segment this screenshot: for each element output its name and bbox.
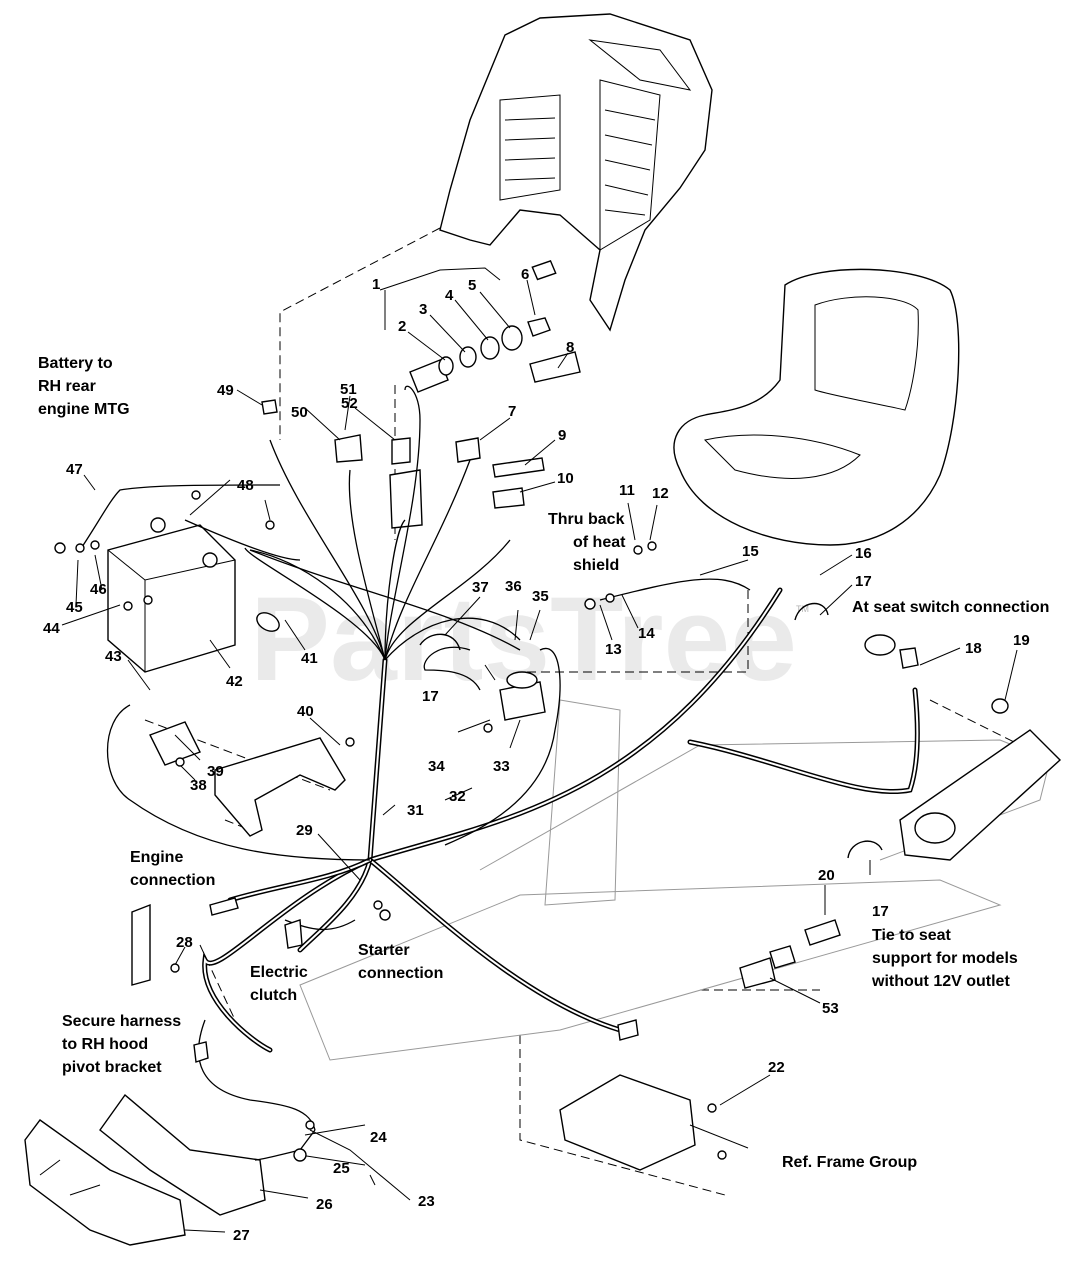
part-label-5: 5	[468, 277, 476, 294]
part-label-32: 32	[449, 788, 466, 805]
leader-lines	[61, 267, 1018, 1233]
part-label-28: 28	[176, 934, 193, 951]
part-label-40: 40	[297, 703, 314, 720]
callout-notes: Battery to RH rear engine MTG Thru back …	[38, 355, 1049, 1171]
note-starter-line-1: Starter	[358, 942, 410, 959]
note-engine-connection-line-1: Engine	[130, 849, 183, 866]
ignition-switch	[261, 260, 581, 529]
part-label-20: 20	[818, 867, 835, 884]
note-clutch-line-1: Electric	[250, 964, 308, 981]
note-ref-frame: Ref. Frame Group	[782, 1154, 917, 1171]
part-label-47: 47	[66, 461, 83, 478]
part-label-19: 19	[1013, 632, 1030, 649]
part-label-18: 18	[965, 640, 982, 657]
part-number-labels: 1 2 3 4 5 6 7 8 9 10 11 12 13 14 15 16 1…	[43, 266, 1030, 1244]
hardware-fasteners	[54, 490, 883, 1162]
part-label-4: 4	[445, 287, 454, 304]
seat-switch-bracket	[864, 634, 1062, 861]
part-label-35: 35	[532, 588, 549, 605]
mount-plate	[559, 1074, 696, 1171]
part-label-27: 27	[233, 1227, 250, 1244]
part-label-8: 8	[566, 339, 574, 356]
part-label-36: 36	[505, 578, 522, 595]
note-heat-shield-line-2: of heat	[573, 534, 626, 551]
part-label-11: 11	[619, 482, 635, 499]
part-label-22: 22	[768, 1059, 785, 1076]
note-engine-connection-line-2: connection	[130, 872, 215, 889]
part-label-3: 3	[419, 301, 427, 318]
note-secure-harness-line-3: pivot bracket	[62, 1059, 162, 1076]
part-label-42: 42	[226, 673, 243, 690]
part-label-45: 45	[66, 599, 83, 616]
note-starter-line-2: connection	[358, 965, 443, 982]
part-label-41: 41	[301, 650, 318, 667]
part-label-12: 12	[652, 485, 669, 502]
part-label-7: 7	[508, 403, 516, 420]
part-label-13: 13	[605, 641, 622, 658]
part-label-17-center: 17	[422, 688, 439, 705]
part-label-25: 25	[333, 1160, 350, 1177]
part-label-43: 43	[105, 648, 122, 665]
part-label-6: 6	[521, 266, 529, 283]
part-label-48: 48	[237, 477, 254, 494]
note-seat-switch: At seat switch connection	[852, 599, 1049, 616]
part-label-31: 31	[407, 802, 424, 819]
note-secure-harness-line-2: to RH hood	[62, 1036, 148, 1053]
part-label-44: 44	[43, 620, 60, 637]
solenoid	[499, 671, 546, 721]
part-label-53: 53	[822, 1000, 839, 1017]
part-label-46: 46	[90, 581, 107, 598]
part-label-17-seat: 17	[855, 573, 872, 590]
part-label-26: 26	[316, 1196, 333, 1213]
wiring-harness	[79, 385, 920, 1161]
part-label-29: 29	[296, 822, 313, 839]
part-label-51: 51	[340, 381, 357, 398]
part-label-49: 49	[217, 382, 234, 399]
seat	[673, 268, 960, 546]
part-label-15: 15	[742, 543, 759, 560]
battery	[107, 517, 236, 673]
trademark-mark: TM	[796, 604, 809, 614]
note-tie-seat-line-1: Tie to seat	[872, 927, 952, 944]
part-label-24: 24	[370, 1129, 387, 1146]
hood-dash-panel	[439, 13, 713, 332]
note-battery-line-2: RH rear	[38, 378, 96, 395]
part-label-34: 34	[428, 758, 445, 775]
headlight-lenses	[24, 1093, 266, 1246]
note-tie-seat-line-2: support for models	[872, 950, 1018, 967]
part-label-1: 1	[372, 276, 380, 293]
mounting-bracket	[149, 721, 346, 837]
part-label-37: 37	[472, 579, 489, 596]
note-clutch-line-2: clutch	[250, 987, 297, 1004]
part-label-52: 52	[341, 395, 358, 412]
note-heat-shield-line-1: Thru back	[548, 511, 625, 528]
part-label-9: 9	[558, 427, 566, 444]
part-label-2: 2	[398, 318, 406, 335]
part-label-10: 10	[557, 470, 574, 487]
part-label-16: 16	[855, 545, 872, 562]
part-label-38: 38	[190, 777, 207, 794]
note-battery-line-1: Battery to	[38, 355, 113, 372]
note-tie-seat-line-3: without 12V outlet	[871, 973, 1010, 990]
outlet-connectors	[739, 919, 841, 989]
note-heat-shield-line-3: shield	[573, 557, 619, 574]
part-label-33: 33	[493, 758, 510, 775]
note-battery-line-3: engine MTG	[38, 401, 130, 418]
note-secure-harness-line-1: Secure harness	[62, 1013, 181, 1030]
part-label-23: 23	[418, 1193, 435, 1210]
part-label-50: 50	[291, 404, 308, 421]
part-label-17-tie: 17	[872, 903, 889, 920]
frame-outline	[299, 699, 1051, 1061]
part-label-14: 14	[638, 625, 655, 642]
part-label-39: 39	[207, 763, 224, 780]
